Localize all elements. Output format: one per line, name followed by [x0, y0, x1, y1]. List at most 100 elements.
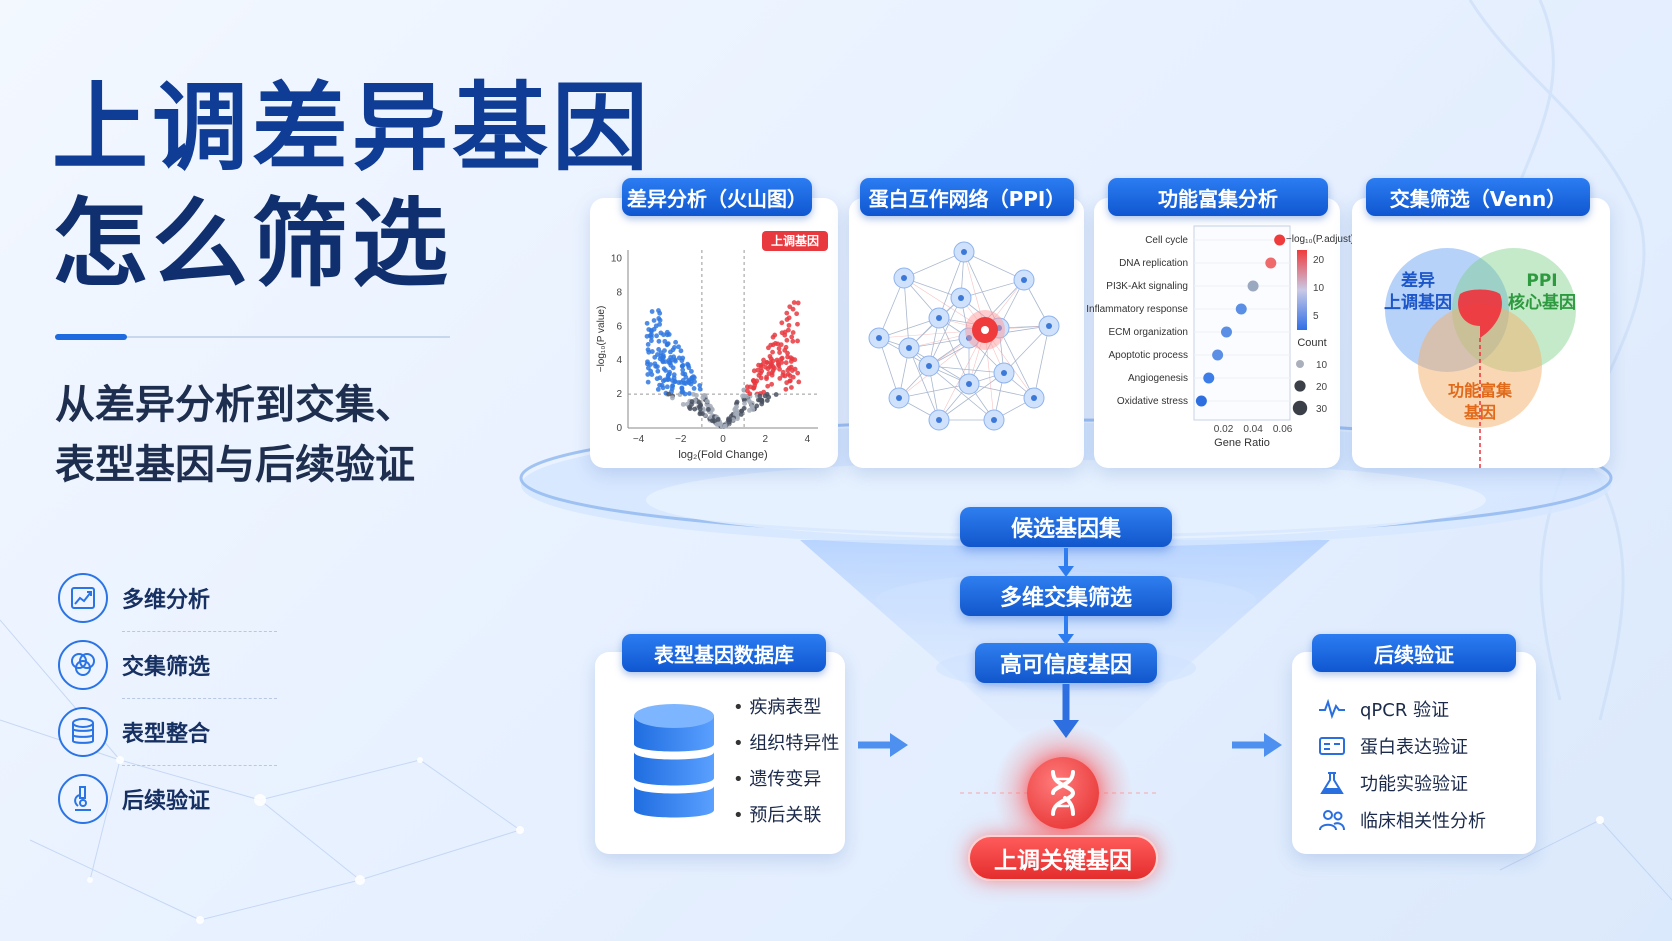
volcano-point — [790, 338, 796, 344]
y-tick-label: 8 — [616, 287, 622, 298]
y-axis-label: −log₁₀(P value) — [596, 306, 607, 373]
volcano-point — [673, 358, 678, 364]
category-label: Angiogenesis — [1128, 373, 1188, 384]
plot-frame — [1193, 225, 1291, 421]
title-divider — [55, 336, 450, 338]
volcano-point — [655, 352, 660, 357]
volcano-point — [655, 368, 661, 374]
volcano-point — [645, 379, 651, 385]
color-legend-tick: 10 — [1313, 283, 1325, 294]
volcano-point — [645, 372, 651, 377]
volcano-point — [670, 378, 675, 383]
volcano-point — [705, 407, 711, 412]
volcano-point — [770, 349, 775, 355]
size-legend-label: 30 — [1316, 404, 1328, 415]
volcano-point — [784, 337, 790, 343]
feature-label: 交集筛选 — [122, 654, 211, 680]
ppi-edge — [898, 383, 970, 399]
ppi-edge — [963, 251, 1025, 281]
volcano-point — [666, 376, 672, 382]
x-axis-label: Gene Ratio — [1214, 437, 1270, 449]
venn-icon — [58, 639, 108, 690]
ppi-edge — [938, 317, 970, 385]
volcano-point — [651, 318, 657, 323]
feature-item: 交集筛选 — [58, 631, 277, 698]
phenotype-item: 疾病表型 — [733, 690, 839, 726]
volcano-point — [782, 329, 788, 335]
x-tick-label: 0.02 — [1214, 424, 1234, 435]
volcano-point — [689, 399, 695, 404]
ppi-edge — [878, 277, 905, 339]
volcano-point — [644, 333, 650, 339]
volcano-point — [700, 395, 706, 401]
volcano-point — [739, 408, 745, 414]
followup-item: qPCR 验证 — [1318, 690, 1486, 727]
volcano-point — [734, 404, 740, 410]
volcano-point — [742, 401, 747, 406]
ppi-edge — [903, 277, 910, 349]
enrichment-dot — [1247, 280, 1259, 292]
volcano-point — [657, 317, 663, 323]
size-legend-dot — [1294, 380, 1306, 392]
enrichment-card-title: 功能富集分析 — [1108, 178, 1328, 216]
venn-card-title: 交集筛选（Venn） — [1366, 178, 1590, 216]
volcano-point — [678, 348, 684, 354]
volcano-point — [792, 357, 798, 363]
ppi-node-core — [1021, 277, 1027, 283]
volcano-point — [645, 341, 651, 347]
ppi-network — [868, 241, 1060, 431]
x-tick-label: −2 — [675, 434, 687, 445]
volcano-point — [789, 334, 795, 340]
volcano-point — [709, 418, 715, 424]
venn-intersection — [1458, 289, 1502, 338]
volcano-point — [671, 372, 677, 378]
volcano-point — [665, 341, 671, 347]
volcano-point — [786, 315, 792, 321]
feature-label: 表型整合 — [122, 721, 211, 747]
volcano-point — [768, 342, 774, 348]
page-title: 上调差异基因 怎么筛选 — [52, 70, 652, 302]
volcano-point — [759, 397, 765, 403]
volcano-point — [756, 372, 762, 378]
volcano-point — [776, 346, 782, 351]
upregulated-tag — [762, 231, 828, 251]
y-tick-label: 10 — [611, 253, 623, 264]
volcano-point — [795, 338, 800, 344]
phenotype-db-title: 表型基因数据库 — [622, 634, 826, 672]
flow-step-multi-intersection: 多维交集筛选 — [960, 576, 1172, 616]
ppi-node-core — [926, 363, 932, 369]
volcano-point — [783, 344, 789, 350]
ppi-node-core — [876, 335, 882, 341]
ppi-edge — [960, 279, 1025, 299]
volcano-point — [792, 366, 798, 372]
volcano-point — [777, 376, 783, 381]
color-legend-tick: 5 — [1313, 311, 1319, 322]
volcano-point — [699, 411, 705, 417]
ppi-edge — [938, 251, 965, 319]
feature-item: 表型整合 — [58, 698, 277, 765]
volcano-point — [787, 378, 793, 384]
volcano-point — [679, 389, 685, 395]
ppi-edge — [903, 251, 965, 279]
volcano-point — [761, 357, 766, 363]
volcano-point — [783, 360, 789, 366]
volcano-point — [750, 378, 756, 384]
ppi-node-core — [936, 417, 942, 423]
volcano-point — [773, 392, 779, 397]
volcano-point — [670, 395, 675, 401]
volcano-point — [732, 409, 738, 415]
volcano-point — [687, 404, 692, 410]
volcano-point — [770, 334, 776, 340]
volcano-point — [760, 361, 766, 367]
feature-label: 多维分析 — [122, 587, 211, 613]
pulse-icon — [1319, 698, 1345, 719]
arrow-right-icon — [1232, 733, 1282, 757]
volcano-point — [785, 354, 790, 360]
volcano-point — [783, 386, 789, 392]
volcano-point — [714, 422, 720, 427]
volcano-point — [654, 333, 659, 339]
flow-step-candidate-genes: 候选基因集 — [960, 507, 1172, 547]
